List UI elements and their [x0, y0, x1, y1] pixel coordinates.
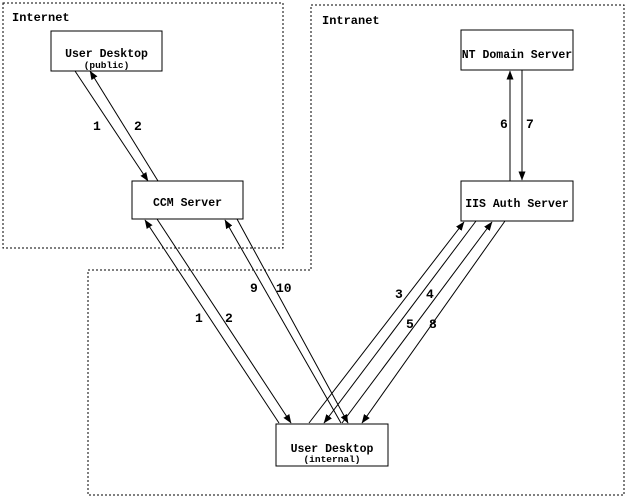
edge-ccm-to-internal-desktop-10-label: 10: [276, 281, 292, 296]
edge-internal-desktop-to-ccm-1: [144, 219, 280, 424]
edge-iis-to-nt-6-label: 6: [500, 117, 508, 132]
edge-iis-to-internal-desktop-4: [323, 220, 477, 424]
edge-internal-desktop-to-iis-5-label: 5: [406, 317, 414, 332]
edge-internal-desktop-to-ccm-9-label: 9: [250, 281, 258, 296]
edge-nt-to-iis-7-label: 7: [526, 117, 534, 132]
edge-ccm-to-public-desktop-2-label: 2: [134, 119, 142, 134]
node-iis-auth-server-box: [460, 180, 574, 222]
node-ccm-server-box: [131, 180, 244, 220]
edge-ccm-to-internal-desktop-2: [156, 218, 292, 424]
edges-layer: [74, 70, 526, 424]
zone-intranet-border: [87, 4, 625, 496]
edge-iis-to-internal-desktop-8-label: 8: [429, 317, 437, 332]
edge-internal-desktop-to-ccm-1-label: 1: [195, 311, 203, 326]
edge-internal-desktop-to-iis-3-label: 3: [395, 287, 403, 302]
node-user-desktop-public-label: User Desktop: [65, 48, 148, 61]
node-user-desktop-internal-label: User Desktop: [291, 443, 374, 456]
node-ccm-server-label: CCM Server: [153, 197, 222, 210]
edge-internal-desktop-to-iis-3: [308, 221, 465, 424]
zone-intranet-label: Intranet: [322, 14, 380, 28]
edge-public-desktop-to-ccm-1-label: 1: [93, 119, 101, 134]
zone-internet-border: [2, 2, 284, 249]
node-nt-domain-server-box: [460, 29, 574, 71]
edge-internal-desktop-to-ccm-9: [224, 219, 342, 424]
edge-ccm-to-public-desktop-2: [89, 70, 159, 182]
edge-iis-to-internal-desktop-4-label: 4: [426, 287, 434, 302]
zone-internet-label: Internet: [12, 11, 70, 25]
edge-internal-desktop-to-iis-5: [341, 221, 493, 424]
node-iis-auth-server-label: IIS Auth Server: [465, 198, 569, 211]
edge-iis-to-internal-desktop-8: [361, 220, 506, 424]
edge-ccm-to-internal-desktop-2-label: 2: [225, 311, 233, 326]
node-user-desktop-public-box: [50, 30, 163, 72]
edge-ccm-to-internal-desktop-10: [236, 218, 349, 424]
node-nt-domain-server-label: NT Domain Server: [462, 49, 573, 62]
edge-public-desktop-to-ccm-1: [74, 70, 149, 182]
node-user-desktop-public-sublabel: (public): [84, 60, 130, 71]
node-user-desktop-internal-box: [275, 423, 389, 467]
node-user-desktop-internal-sublabel: (internal): [303, 454, 360, 465]
